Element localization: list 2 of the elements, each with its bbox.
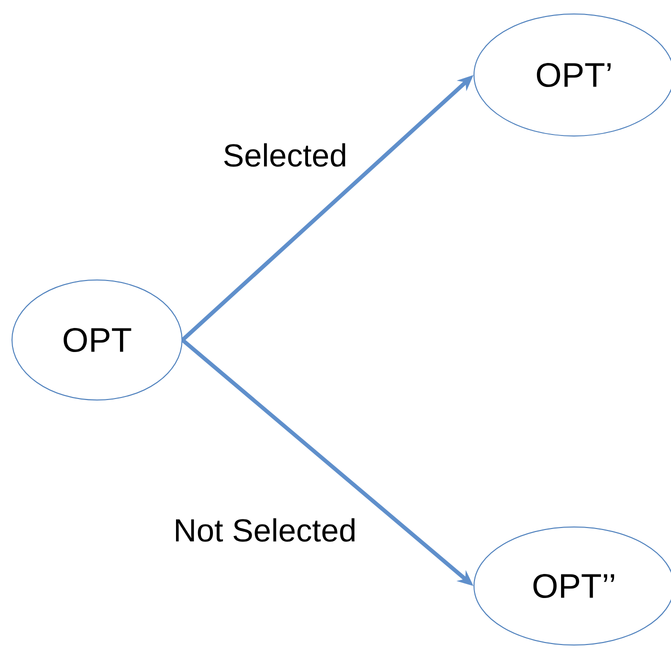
edge-label: Not Selected xyxy=(176,518,354,542)
edge-label: Selected xyxy=(224,143,346,167)
